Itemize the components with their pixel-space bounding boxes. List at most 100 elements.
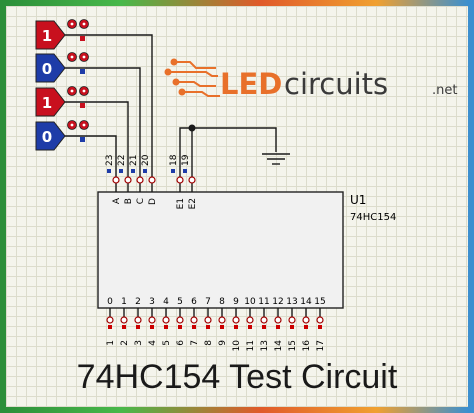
- probe-dot-icon: [82, 22, 86, 26]
- wire-b: [65, 101, 129, 178]
- pin-c-terminal[interactable]: [136, 176, 144, 184]
- pin-output-10-label: 10: [244, 297, 256, 307]
- pin-output-8-state-marker: [220, 325, 224, 329]
- logic-state-4[interactable]: 0: [35, 120, 89, 151]
- pin-output-12-label: 12: [272, 297, 283, 307]
- logic-state-box[interactable]: [35, 87, 66, 117]
- pin-output-13-terminal[interactable]: [288, 316, 296, 324]
- wire-enable: [179, 127, 277, 178]
- pin-b-terminal[interactable]: [124, 176, 132, 184]
- logic-state-value: 0: [42, 128, 52, 146]
- pin-e2-state-marker: [183, 169, 187, 173]
- pin-output-4-number: 5: [162, 340, 172, 346]
- pin-output-14-state-marker: [304, 325, 308, 329]
- pin-output-0-label: 0: [107, 297, 113, 307]
- pin-output-6-label: 6: [191, 297, 197, 307]
- logic-state-3[interactable]: 1: [35, 86, 89, 117]
- pin-d-state-marker: [143, 169, 147, 173]
- pin-output-15-terminal[interactable]: [316, 316, 324, 324]
- pin-output-14-terminal[interactable]: [302, 316, 310, 324]
- pin-c-state-marker: [131, 169, 135, 173]
- pin-output-12-number: 14: [274, 340, 284, 352]
- page-title: 74HC154 Test Circuit: [77, 358, 398, 396]
- pin-b-label: B: [124, 198, 134, 204]
- pin-output-6-state-marker: [192, 325, 196, 329]
- pin-output-11-number: 13: [260, 340, 270, 351]
- pin-e2-label: E2: [188, 198, 198, 209]
- ledcircuits-logo: LED circuits .net: [164, 58, 457, 101]
- chip-part-number: 74HC154: [350, 212, 396, 223]
- pin-output-2-terminal[interactable]: [134, 316, 142, 324]
- pin-output-7-terminal[interactable]: [204, 316, 212, 324]
- pin-output-9-number: 10: [232, 340, 242, 352]
- logo-circuits-text: circuits: [284, 67, 388, 101]
- pin-output-10-terminal[interactable]: [246, 316, 254, 324]
- pin-output-10-number: 11: [246, 340, 256, 351]
- logo-led-text: LED: [220, 67, 282, 101]
- pin-output-9-state-marker: [234, 325, 238, 329]
- probe-state-marker: [80, 137, 85, 142]
- logic-state-box[interactable]: [35, 121, 66, 151]
- chip-body[interactable]: [97, 191, 344, 309]
- pin-output-2-label: 2: [135, 297, 141, 307]
- logic-state-value: 1: [42, 27, 52, 45]
- pin-output-2-number: 3: [134, 340, 144, 346]
- pin-output-1-terminal[interactable]: [120, 316, 128, 324]
- pin-e1-state-marker: [171, 169, 175, 173]
- pin-output-9-terminal[interactable]: [232, 316, 240, 324]
- pin-output-13-number: 15: [288, 340, 298, 351]
- pin-d-number: 20: [141, 154, 151, 166]
- wire-c: [65, 67, 141, 178]
- pin-d-terminal[interactable]: [148, 176, 156, 184]
- pin-output-13-state-marker: [290, 325, 294, 329]
- probe-dot-icon: [70, 89, 74, 93]
- pin-e2-number: 19: [181, 154, 191, 166]
- pin-e2-terminal[interactable]: [188, 176, 196, 184]
- probe-dot-icon: [82, 89, 86, 93]
- pin-output-11-terminal[interactable]: [260, 316, 268, 324]
- probe-dot-icon: [70, 123, 74, 127]
- probe-state-marker: [80, 69, 85, 74]
- pin-a-terminal[interactable]: [112, 176, 120, 184]
- wire-d: [65, 34, 153, 178]
- pin-output-10-state-marker: [248, 325, 252, 329]
- pin-output-3-state-marker: [150, 325, 154, 329]
- pin-e1-label: E1: [176, 198, 186, 209]
- pin-a-state-marker: [107, 169, 111, 173]
- pin-output-9-label: 9: [233, 297, 239, 307]
- pin-output-11-label: 11: [258, 297, 269, 307]
- pin-output-0-terminal[interactable]: [106, 316, 114, 324]
- probe-dot-icon: [70, 55, 74, 59]
- pin-output-7-number: 8: [204, 340, 214, 346]
- pin-e1-terminal[interactable]: [176, 176, 184, 184]
- logic-state-1[interactable]: 1: [35, 19, 89, 50]
- pin-output-2-state-marker: [136, 325, 140, 329]
- logic-state-box[interactable]: [35, 53, 66, 83]
- pin-output-7-label: 7: [205, 297, 211, 307]
- pin-output-12-state-marker: [276, 325, 280, 329]
- pin-output-14-number: 16: [302, 340, 312, 352]
- pin-output-12-terminal[interactable]: [274, 316, 282, 324]
- logic-state-box[interactable]: [35, 20, 66, 50]
- pin-output-3-terminal[interactable]: [148, 316, 156, 324]
- pin-output-5-label: 5: [177, 297, 183, 307]
- logic-state-group: 1 0 1 0: [35, 19, 89, 151]
- pin-output-4-terminal[interactable]: [162, 316, 170, 324]
- wires: [65, 34, 290, 178]
- chip-pins: 23A22B21C20D18E119E201122334455667788991…: [105, 154, 326, 351]
- logic-state-value: 0: [42, 60, 52, 78]
- logic-state-2[interactable]: 0: [35, 52, 89, 83]
- pin-output-15-label: 15: [314, 297, 325, 307]
- pin-output-8-terminal[interactable]: [218, 316, 226, 324]
- pin-b-number: 22: [117, 155, 127, 166]
- pin-e1-number: 18: [169, 154, 179, 166]
- pin-output-5-terminal[interactable]: [176, 316, 184, 324]
- pin-c-label: C: [136, 198, 146, 204]
- pin-output-6-terminal[interactable]: [190, 316, 198, 324]
- pin-output-4-state-marker: [164, 325, 168, 329]
- pin-output-0-number: 1: [106, 340, 116, 346]
- pin-output-0-state-marker: [108, 325, 112, 329]
- pin-output-14-label: 14: [300, 297, 312, 307]
- pin-b-state-marker: [119, 169, 123, 173]
